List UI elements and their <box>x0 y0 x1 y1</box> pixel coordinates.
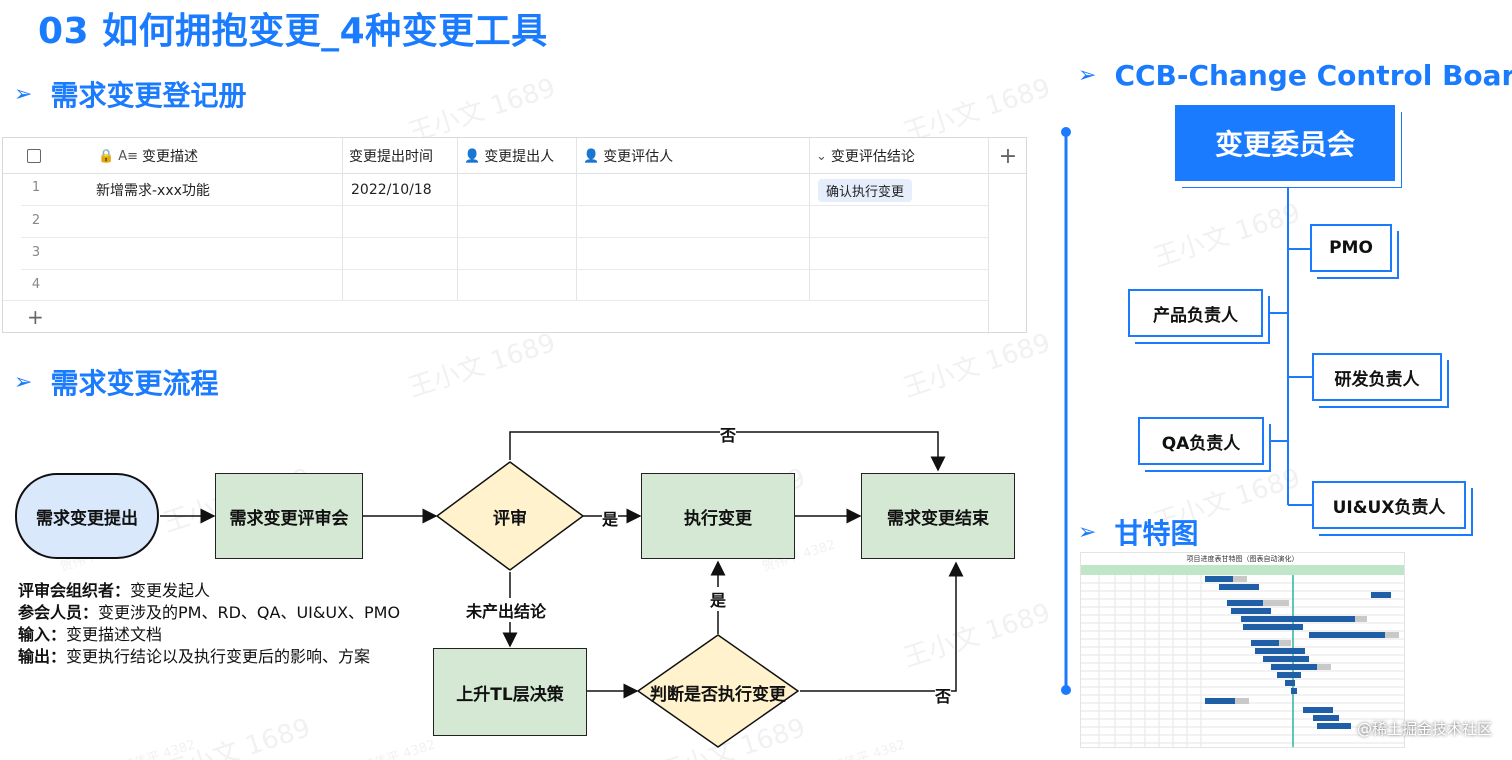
row-number: 4 <box>31 277 41 292</box>
flow-decide-decision: 判断是否执行变更 <box>650 684 786 705</box>
review-notes: 评审会组织者：变更发起人 参会人员：变更涉及的PM、RD、QA、UI&UX、PM… <box>18 580 400 668</box>
dropdown-circle-icon: ⌄ <box>816 148 827 164</box>
column-header-evaluator[interactable]: 👤 变更评估人 <box>583 148 674 166</box>
add-row-button[interactable]: + <box>27 305 44 329</box>
flow-label-yes: 是 <box>602 506 619 530</box>
conclusion-tag: 确认执行变更 <box>818 178 913 202</box>
lock-icon: 🔒 <box>98 148 115 164</box>
arrow-icon: ➢ <box>1078 519 1097 545</box>
section-header-register: ➢ 需求变更登记册 <box>14 74 246 114</box>
row-number: 3 <box>31 245 41 260</box>
cell-description[interactable]: 新增需求-xxx功能 <box>96 183 210 199</box>
flow-label-no: 否 <box>720 422 737 446</box>
section-header-process: ➢ 需求变更流程 <box>14 362 218 402</box>
arrow-icon: ➢ <box>14 369 33 395</box>
column-header-proposer[interactable]: 👤 变更提出人 <box>464 148 555 166</box>
arrow-icon: ➢ <box>14 81 33 107</box>
flow-review-meeting-node: 需求变更评审会 <box>215 473 363 559</box>
ccb-member-pmo: PMO <box>1310 224 1392 272</box>
flow-start-node: 需求变更提出 <box>15 473 159 559</box>
table-header-row <box>3 138 1026 174</box>
section-title: 需求变更流程 <box>50 367 219 400</box>
column-header-time[interactable]: 变更提出时间 <box>349 149 433 165</box>
cell-time[interactable]: 2022/10/18 <box>351 182 432 198</box>
note-line: 输出：变更执行结论以及执行变更后的影响、方案 <box>18 647 371 666</box>
flow-escalate-node: 上升TL层决策 <box>433 648 587 736</box>
flow-execute-node: 执行变更 <box>641 473 795 559</box>
note-line: 输入：变更描述文档 <box>18 625 163 644</box>
note-line: 评审会组织者：变更发起人 <box>18 581 211 600</box>
section-header-gantt: ➢ 甘特图 <box>1078 512 1198 552</box>
row-number: 2 <box>31 213 41 228</box>
flow-label-no: 否 <box>935 683 952 707</box>
footer-watermark: @稀土掘金技术社区 <box>1356 720 1492 738</box>
flow-label-yes: 是 <box>710 587 727 611</box>
gantt-grid <box>1081 575 1404 747</box>
add-column-button[interactable]: + <box>998 143 1018 169</box>
section-header-ccb: ➢ CCB-Change Control Board <box>1078 59 1512 92</box>
column-header-conclusion[interactable]: ⌄ 变更评估结论 <box>816 148 915 166</box>
flow-end-node: 需求变更结束 <box>861 473 1015 559</box>
select-all-checkbox[interactable] <box>21 138 41 174</box>
ccb-committee-box: 变更委员会 <box>1175 105 1395 181</box>
note-line: 参会人员：变更涉及的PM、RD、QA、UI&UX、PMO <box>18 603 401 622</box>
ccb-member-product: 产品负责人 <box>1128 289 1263 337</box>
text-field-icon: A≡ <box>118 148 138 164</box>
section-title: 需求变更登记册 <box>50 79 247 112</box>
person-icon: 👤 <box>464 148 481 164</box>
flow-label-no-conclusion: 未产出结论 <box>466 598 547 622</box>
change-register-table: 🔒 A≡ 变更描述 变更提出时间 👤 变更提出人 👤 变更评估人 ⌄ 变更评估结… <box>2 137 1027 334</box>
person-icon: 👤 <box>583 148 600 164</box>
cell-conclusion[interactable]: 确认执行变更 <box>811 174 913 206</box>
column-header-description[interactable]: 🔒 A≡ 变更描述 <box>98 148 198 166</box>
section-title: 甘特图 <box>1114 517 1199 550</box>
gantt-chart-thumbnail: 项目进度表甘特图（图表自动演化） <box>1080 552 1405 748</box>
arrow-icon: ➢ <box>1078 63 1097 88</box>
flow-review-decision: 评审 <box>493 508 527 529</box>
gantt-header <box>1081 565 1404 575</box>
gantt-title: 项目进度表甘特图（图表自动演化） <box>1186 555 1299 563</box>
ccb-member-dev: 研发负责人 <box>1312 353 1442 401</box>
row-number: 1 <box>31 180 41 195</box>
page-title: 03 如何拥抱变更_4种变更工具 <box>38 11 548 52</box>
ccb-member-qa: QA负责人 <box>1138 417 1264 465</box>
section-title: CCB-Change Control Board <box>1114 59 1512 92</box>
ccb-member-uiux: UI&UX负责人 <box>1312 481 1466 529</box>
